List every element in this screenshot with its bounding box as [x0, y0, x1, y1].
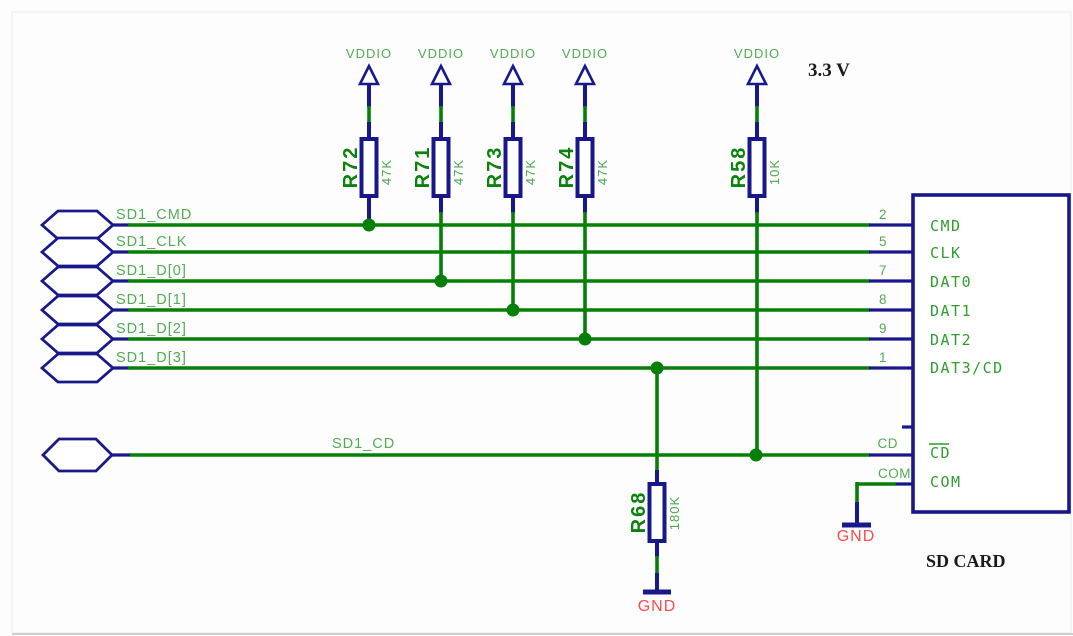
hexagon-sd1-d1: [39, 294, 116, 326]
r71-value: 47K: [451, 159, 466, 185]
r58-name: R58: [728, 146, 750, 189]
gnd-label-r68: GND: [638, 598, 677, 615]
junctions: [362, 218, 763, 462]
pin-number-dat1: 8: [879, 292, 887, 307]
hexagon-sd1-d2: [39, 323, 116, 355]
junction-d3-branch: [650, 361, 664, 375]
gnd-label-com: GND: [837, 528, 876, 545]
resistor-labels: R72 47K R71 47K R73 47K R74 47K R58 10K …: [340, 146, 782, 534]
pin-name-dat2: DAT2: [930, 331, 972, 349]
r71-name: R71: [412, 146, 434, 189]
r72-name: R72: [340, 146, 362, 189]
pin-name-cd: CD: [930, 444, 951, 462]
pin-name-cmd: CMD: [930, 217, 962, 235]
r68-name: R68: [628, 491, 650, 534]
vddio-arrow-r58: [745, 63, 769, 86]
label-sd1-d1: SD1_D[1]: [116, 292, 187, 308]
vddio-label-r73: VDDIO: [490, 46, 536, 61]
vddio-arrow-r72: [357, 63, 381, 86]
pin-name-dat0: DAT0: [930, 273, 972, 291]
r68-value: 180K: [667, 496, 682, 530]
pin-number-com: COM: [878, 466, 911, 481]
junction-r73-d1: [506, 303, 520, 317]
signal-labels: SD1_CMD SD1_CLK SD1_D[0] SD1_D[1] SD1_D[…: [116, 207, 395, 452]
r73-name: R73: [484, 146, 506, 189]
junction-r74-d2: [578, 332, 592, 346]
component-title: SD CARD: [926, 551, 1006, 571]
pullup-drops: [367, 84, 759, 455]
r72-value: 47K: [379, 159, 394, 185]
sd-card-box: [911, 193, 1071, 514]
resistor-r68-body: [647, 482, 667, 543]
r68-branch: [643, 368, 671, 595]
vddio-label-r71: VDDIO: [418, 46, 464, 61]
pin-name-com: COM: [930, 473, 962, 491]
pin-number-clk: 5: [879, 234, 887, 249]
vddio-arrow-r71: [429, 63, 453, 86]
hexagon-sd1-d3: [39, 352, 116, 384]
hexagon-sd1-cmd: [39, 209, 116, 241]
label-sd1-cd: SD1_CD: [332, 436, 395, 452]
pin-number-dat3: 1: [879, 350, 887, 365]
resistor-r74-body: [575, 137, 595, 198]
r74-value: 47K: [595, 159, 610, 185]
junction-r71-d0: [434, 274, 448, 288]
junction-r72-cmd: [362, 218, 376, 232]
r58-value: 10K: [767, 159, 782, 185]
resistor-bodies: [359, 137, 767, 543]
vddio-symbols: VDDIO VDDIO VDDIO VDDIO VDDIO: [346, 46, 780, 86]
label-sd1-clk: SD1_CLK: [116, 234, 187, 250]
com-ground: [842, 482, 896, 528]
net-wires: [111, 223, 870, 457]
resistor-r73-body: [503, 137, 523, 198]
label-sd1-d2: SD1_D[2]: [116, 321, 187, 337]
label-sd1-cmd: SD1_CMD: [116, 207, 192, 223]
junction-r58-cd: [749, 448, 763, 462]
pin-number-cmd: 2: [879, 207, 887, 222]
vddio-arrow-r74: [573, 63, 597, 86]
pin-stubs: [869, 223, 913, 486]
pin-numbers: 2 5 7 8 9 1 CD COM: [878, 207, 911, 481]
hexagon-sd1-d0: [39, 265, 116, 297]
pin-number-dat0: 7: [879, 263, 887, 278]
vddio-label-r74: VDDIO: [562, 46, 608, 61]
pin-name-clk: CLK: [930, 244, 962, 262]
label-sd1-d3: SD1_D[3]: [116, 350, 187, 366]
vddio-arrow-r73: [501, 63, 525, 86]
pin-names: CMD CLK DAT0 DAT1 DAT2 DAT3/CD CD COM: [929, 217, 1004, 491]
label-sd1-d0: SD1_D[0]: [116, 263, 187, 279]
r73-value: 47K: [523, 159, 538, 185]
pin-number-cd: CD: [878, 436, 899, 451]
resistor-r58-body: [747, 137, 767, 198]
vddio-label-r72: VDDIO: [346, 46, 392, 61]
pin-name-dat1: DAT1: [930, 302, 972, 320]
voltage-label: 3.3 V: [808, 60, 850, 81]
resistor-r72-body: [359, 137, 379, 198]
pin-name-dat3: DAT3/CD: [930, 359, 1004, 377]
vddio-label-r58: VDDIO: [734, 46, 780, 61]
pin-number-dat2: 9: [879, 321, 887, 336]
resistor-r71-body: [431, 137, 451, 198]
r74-name: R74: [556, 146, 578, 189]
hexagon-sd1-clk: [39, 236, 116, 268]
bus-connectors: [39, 209, 116, 473]
hexagon-sd1-cd: [41, 437, 114, 473]
